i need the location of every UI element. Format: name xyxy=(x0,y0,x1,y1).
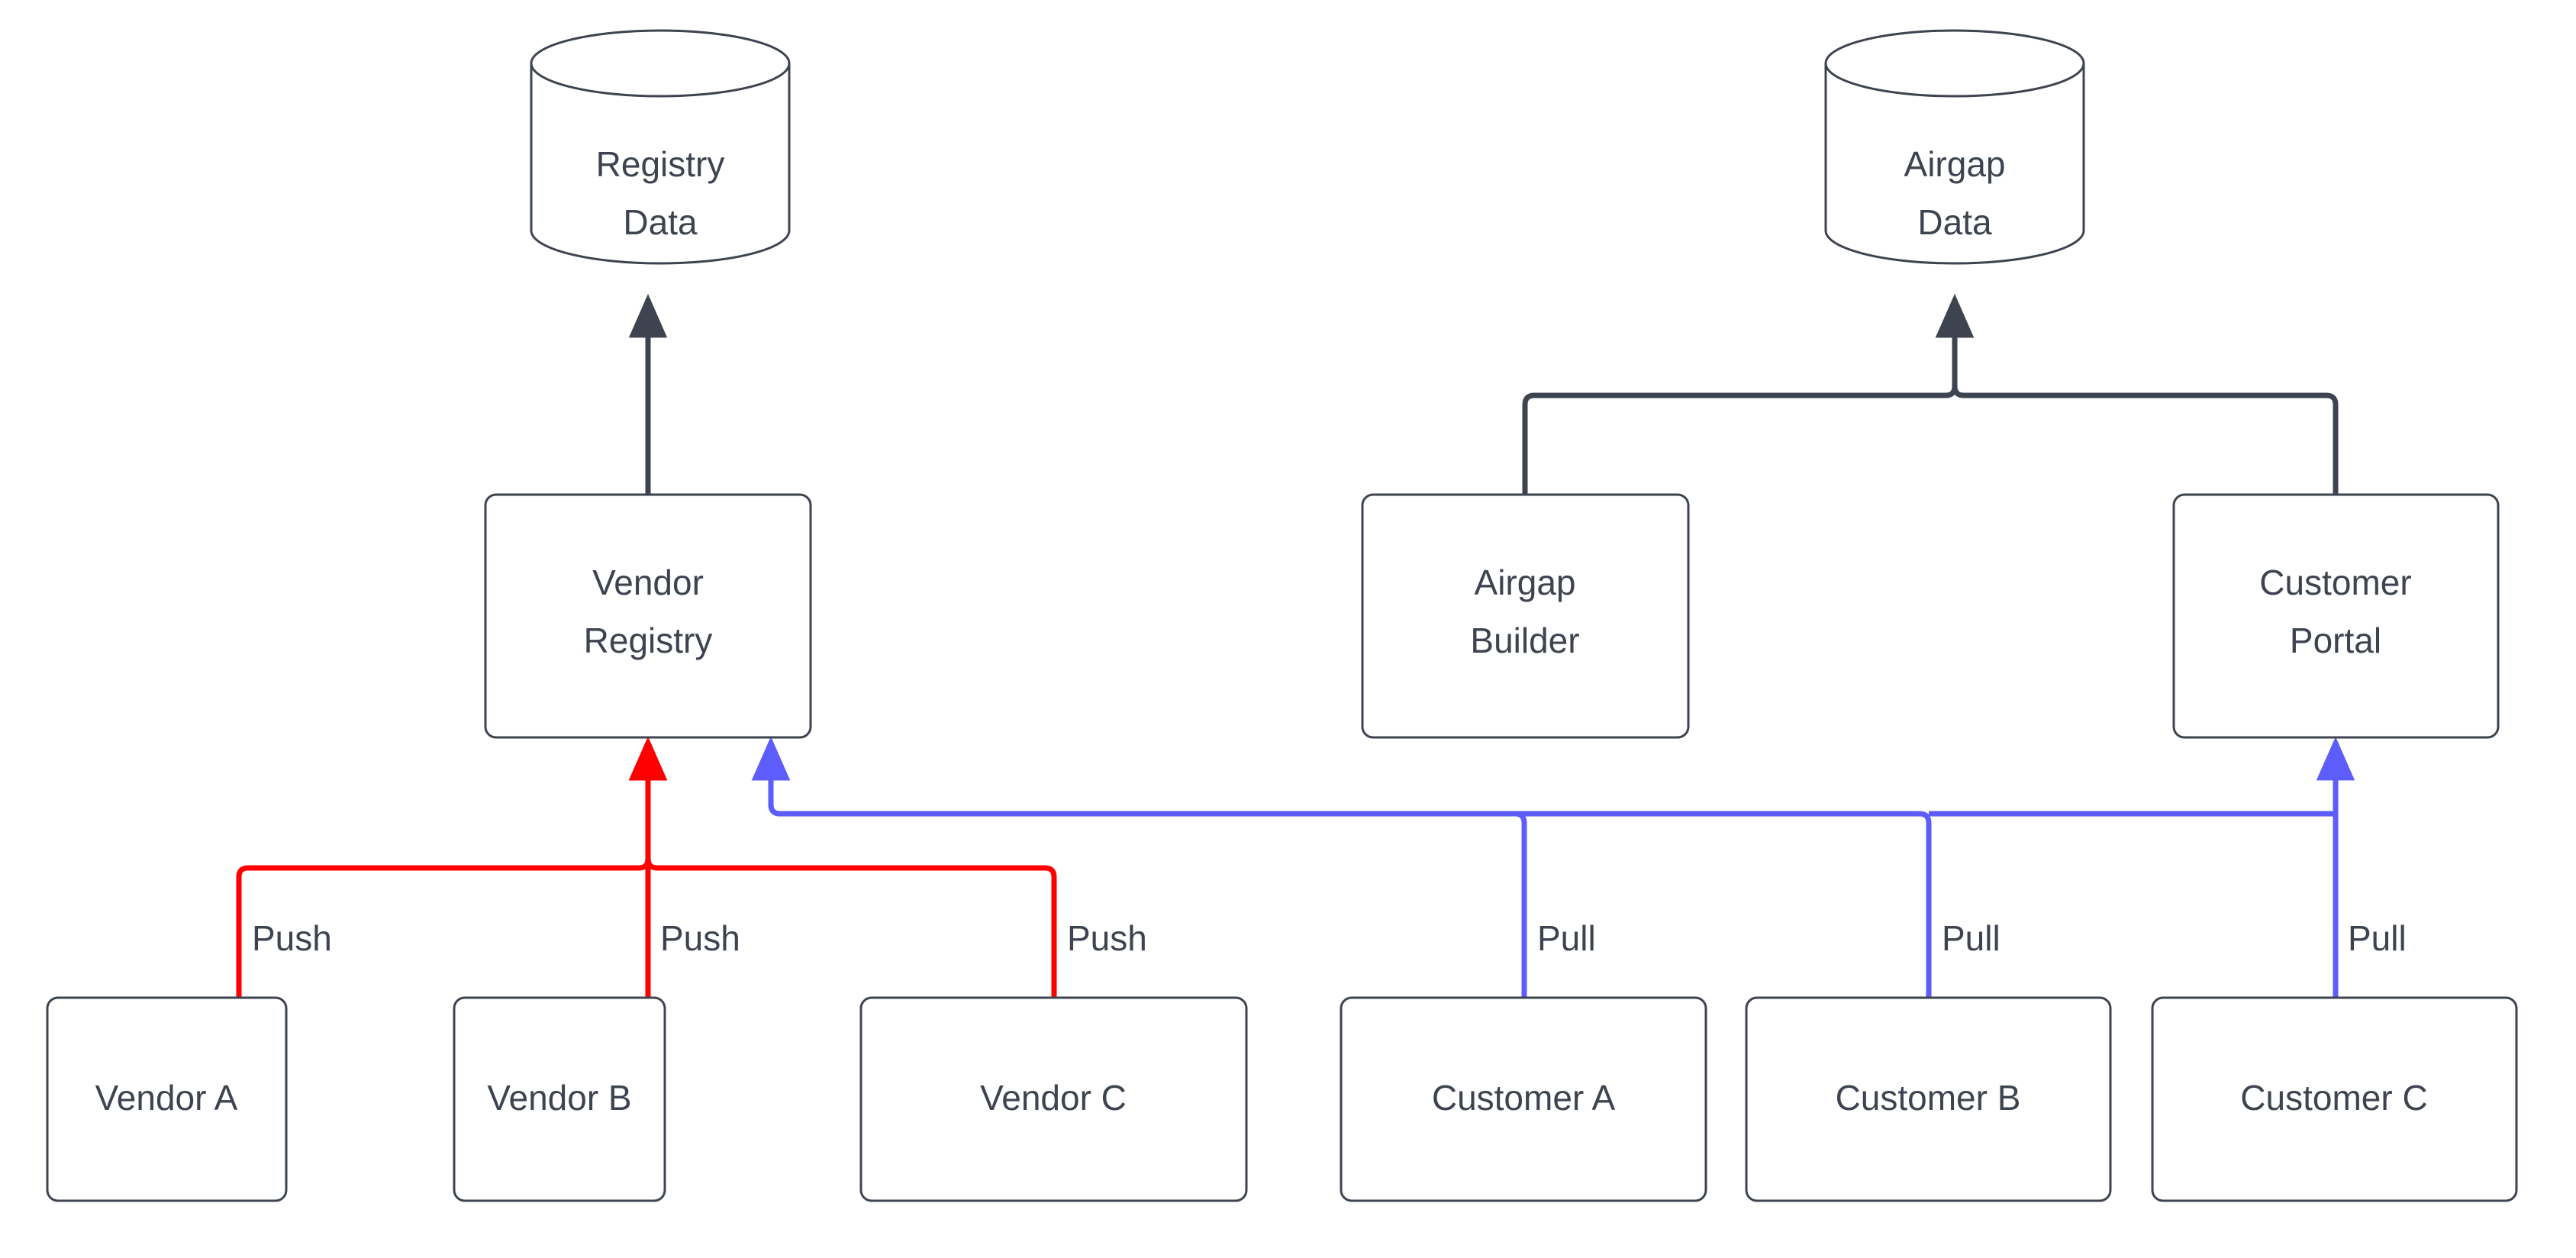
node-customer-a[interactable]: Customer A xyxy=(1340,996,1707,1202)
edge-vendor-a-to-vendor-registry xyxy=(236,736,668,998)
edge-label-pull-b: Pull xyxy=(1942,918,2001,958)
edge-label-pull-c: Pull xyxy=(2348,918,2407,958)
node-registry-data[interactable]: Registry Data xyxy=(530,29,791,265)
node-airgap-builder-line2: Builder xyxy=(1470,621,1579,660)
node-airgap-builder-line1: Airgap xyxy=(1475,563,1576,602)
edge-customer-portal-to-airgap-data xyxy=(1935,293,2339,495)
node-vendor-a-label: Vendor A xyxy=(95,1078,238,1118)
node-customer-portal-line2: Portal xyxy=(2290,621,2381,660)
edge-layer xyxy=(236,293,2355,998)
node-vendor-b[interactable]: Vendor B xyxy=(453,996,666,1202)
node-vendor-c[interactable]: Vendor C xyxy=(859,996,1248,1202)
edge-vendor-c-to-vendor-registry xyxy=(628,736,1057,998)
node-airgap-data-line2: Data xyxy=(1917,202,1992,242)
edge-label-push-b: Push xyxy=(660,918,740,958)
node-vendor-registry[interactable]: Vendor Registry xyxy=(484,493,812,739)
edge-label-layer: Push Push Push Pull Pull Pull xyxy=(252,918,2407,958)
node-airgap-data-line1: Airgap xyxy=(1904,144,2006,184)
node-registry-data-line2: Data xyxy=(623,202,698,242)
node-customer-b[interactable]: Customer B xyxy=(1745,996,2112,1202)
node-vendor-b-label: Vendor B xyxy=(487,1078,631,1118)
node-customer-a-label: Customer A xyxy=(1432,1078,1616,1118)
edge-label-push-a: Push xyxy=(252,918,332,958)
node-customer-c-label: Customer C xyxy=(2240,1078,2427,1118)
node-customer-c[interactable]: Customer C xyxy=(2151,996,2518,1202)
edge-customer-b-to-vendor-registry xyxy=(751,736,1932,998)
node-vendor-registry-line1: Vendor xyxy=(592,563,704,602)
node-customer-b-label: Customer B xyxy=(1836,1078,2021,1118)
edge-label-push-c: Push xyxy=(1067,918,1147,958)
node-registry-data-line1: Registry xyxy=(596,144,725,184)
node-vendor-registry-line2: Registry xyxy=(584,621,713,660)
node-customer-portal[interactable]: Customer Portal xyxy=(2172,493,2500,739)
node-vendor-c-label: Vendor C xyxy=(980,1078,1127,1118)
edge-airgap-builder-to-airgap-data xyxy=(1522,293,1975,495)
node-airgap-data[interactable]: Airgap Data xyxy=(1824,29,2085,265)
node-airgap-builder[interactable]: Airgap Builder xyxy=(1361,493,1690,739)
node-layer: Registry Data Airgap Data Vendor Registr… xyxy=(46,29,2518,1202)
node-customer-portal-line1: Customer xyxy=(2259,563,2411,602)
node-vendor-a[interactable]: Vendor A xyxy=(46,996,288,1202)
edge-label-pull-a: Pull xyxy=(1537,918,1596,958)
